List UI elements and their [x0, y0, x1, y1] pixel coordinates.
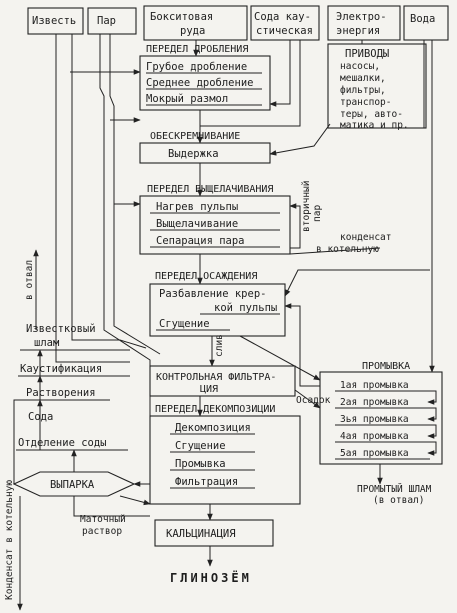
lime-input-label: Известь	[32, 15, 76, 27]
to-dump-label: в отвал	[24, 260, 35, 300]
caustic-soda-label-1: Сода кау-	[254, 11, 311, 23]
lime-sludge-label-2: шлам	[34, 337, 60, 349]
desilication-header: ОБЕСКРЕМНИВАНИЕ	[150, 131, 240, 142]
bauxite-input-label-1: Бокситовая	[150, 11, 213, 23]
leaching-step: Нагрев пульпы	[156, 201, 238, 213]
lime-flow	[55, 34, 130, 363]
control-filtration-label-2: ЦИЯ	[200, 384, 218, 395]
settling-step: кой пульпы	[214, 302, 277, 314]
leaching-box	[139, 195, 291, 255]
power-input-label-2: энергия	[336, 25, 380, 37]
water-input-label: Вода	[410, 13, 435, 25]
mother-liquor-label-2: раствор	[82, 526, 122, 537]
decomposition-step: Сгущение	[175, 440, 226, 452]
drives-line: матика и пр.	[340, 120, 409, 131]
decomposition-step: Фильтрация	[175, 476, 238, 488]
leaching-header: ПЕРЕДЕЛ ВЫЩЕЛАЧИВАНИЯ	[147, 184, 273, 195]
steam-flow-c	[109, 34, 161, 355]
condensate-boiler-label: Конденсат в котельную	[4, 480, 15, 600]
washing-box	[319, 371, 443, 465]
secondary-steam-label-2: пар	[312, 205, 323, 222]
calcination-label: КАЛЬЦИНАЦИЯ	[166, 528, 236, 540]
decomposition-header: ПЕРЕДЕЛ ДЕКОМПОЗИЦИИ	[155, 404, 275, 415]
drives-box	[327, 43, 427, 129]
steam-input-box	[87, 7, 137, 35]
drives-line: теры, авто-	[340, 109, 403, 120]
steam-input-label: Пар	[97, 15, 116, 27]
desilication-step: Выдержка	[168, 148, 219, 160]
soda-label: Сода	[28, 411, 53, 423]
washing-step: 3ья промывка	[340, 414, 409, 425]
caustic-soda-label-2: стическая	[256, 25, 313, 37]
drives-line: насосы,	[340, 61, 380, 72]
sediment-label: Осадок	[296, 395, 331, 406]
soda-separation-label: Отделение соды	[18, 437, 107, 449]
drives-line: фильтры,	[340, 85, 386, 96]
steam-flow-a	[71, 34, 147, 349]
overflow-label: слив	[214, 334, 225, 357]
evaporation-label: ВЫПАРКА	[50, 479, 95, 491]
crushing-step: Грубое дробление	[146, 61, 247, 73]
leaching-step: Выщелачивание	[156, 218, 238, 230]
mother-liquor-label-1: Маточный	[80, 514, 126, 525]
washed-sludge-label-1: ПРОМЫТЫЙ ШЛАМ	[357, 483, 432, 495]
condensate-label-1: конденсат	[340, 232, 391, 243]
decomposition-step: Декомпозиция	[175, 422, 251, 434]
steam-flow-b	[99, 34, 151, 420]
bauxite-input-label-2: руда	[180, 25, 205, 37]
condensate-label-2: в котельную	[316, 244, 379, 255]
product-label: ГЛИНОЗЁМ	[170, 570, 252, 585]
lime-sludge-label-1: Известковый	[26, 323, 96, 335]
secondary-steam-label-1: вторичный	[301, 181, 312, 232]
washed-sludge-label-2: (в отвал)	[373, 495, 424, 506]
settling-box	[149, 283, 286, 337]
crushing-box	[139, 55, 271, 111]
leaching-step: Сепарация пара	[156, 235, 245, 247]
drives-line: мешалки,	[340, 73, 386, 84]
settling-step: Разбавление крep-	[159, 288, 266, 300]
washing-step: 1ая промывка	[340, 380, 409, 391]
power-input-box	[327, 5, 401, 41]
settling-header: ПЕРЕДЕЛ ОСАЖДЕНИЯ	[155, 271, 257, 282]
crushing-header: ПЕРЕДЕЛ ДРОБЛЕНИЯ	[146, 44, 248, 55]
washing-step: 4ая промывка	[340, 431, 409, 442]
calcination-box	[154, 519, 274, 547]
dissolution-label: Растворения	[26, 387, 96, 399]
crushing-step: Среднее дробление	[146, 77, 253, 89]
causticization-label: Каустификация	[20, 363, 102, 375]
crushing-step: Мокрый размол	[146, 93, 228, 105]
water-input-box	[403, 5, 449, 41]
decomposition-step: Промывка	[175, 458, 226, 470]
drives-title: ПРИВОДЫ	[345, 48, 389, 60]
settling-step: Сгущение	[159, 318, 210, 330]
power-input-label-1: Электро-	[336, 11, 387, 23]
control-filtration-label-1: КОНТРОЛЬНАЯ ФИЛЬТРА-	[156, 372, 276, 383]
washing-header: ПРОМЫВКА	[362, 361, 410, 372]
drives-line: транспор-	[340, 97, 391, 108]
caustic-soda-input-box	[250, 5, 320, 41]
washing-step: 5ая промывка	[340, 448, 409, 459]
decomposition-box	[149, 415, 301, 505]
washing-step: 2ая промывка	[340, 397, 409, 408]
